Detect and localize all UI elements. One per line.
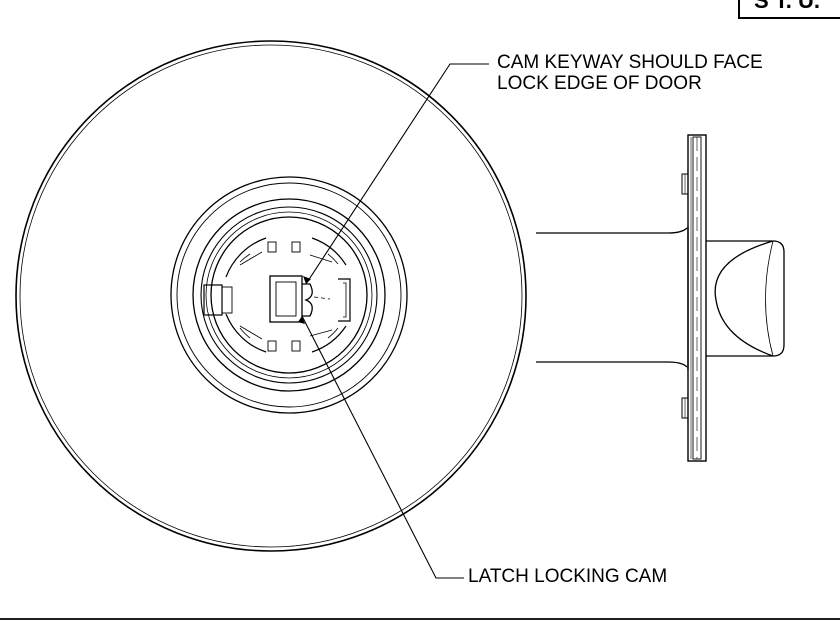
hub-ring-1 bbox=[170, 176, 408, 414]
leader-cam bbox=[301, 315, 464, 579]
arrowhead-keyway bbox=[303, 276, 311, 284]
spindle-housing bbox=[536, 226, 689, 370]
sheet-title-box: S T. U. bbox=[738, 0, 840, 19]
hub-ring-4 bbox=[200, 206, 378, 384]
callout-cam-line1: LATCH LOCKING CAM bbox=[468, 566, 668, 587]
arrowhead-cam bbox=[298, 316, 305, 324]
cam-retainer bbox=[203, 237, 351, 353]
leader-keyway bbox=[305, 63, 489, 285]
hub-ring-3 bbox=[192, 198, 386, 392]
latch-faceplate bbox=[681, 134, 707, 462]
callout-keyway-line1: CAM KEYWAY SHOULD FACE bbox=[497, 52, 763, 73]
hub-ring-6 bbox=[210, 216, 368, 374]
callout-keyway-line2: LOCK EDGE OF DOOR bbox=[497, 73, 702, 94]
outer-rose-inner-edge bbox=[19, 44, 523, 548]
callout-cam-keyway: CAM KEYWAY SHOULD FACE LOCK EDGE OF DOOR bbox=[497, 52, 763, 94]
callout-latch-locking-cam: LATCH LOCKING CAM bbox=[468, 566, 667, 587]
sheet-title-text: S T. U. bbox=[754, 0, 821, 13]
latch-locking-cam bbox=[269, 275, 331, 323]
hub-ring-5 bbox=[205, 211, 373, 379]
hub-ring-2 bbox=[176, 182, 402, 408]
outer-rose bbox=[15, 40, 527, 552]
latch-bolt bbox=[706, 240, 785, 357]
